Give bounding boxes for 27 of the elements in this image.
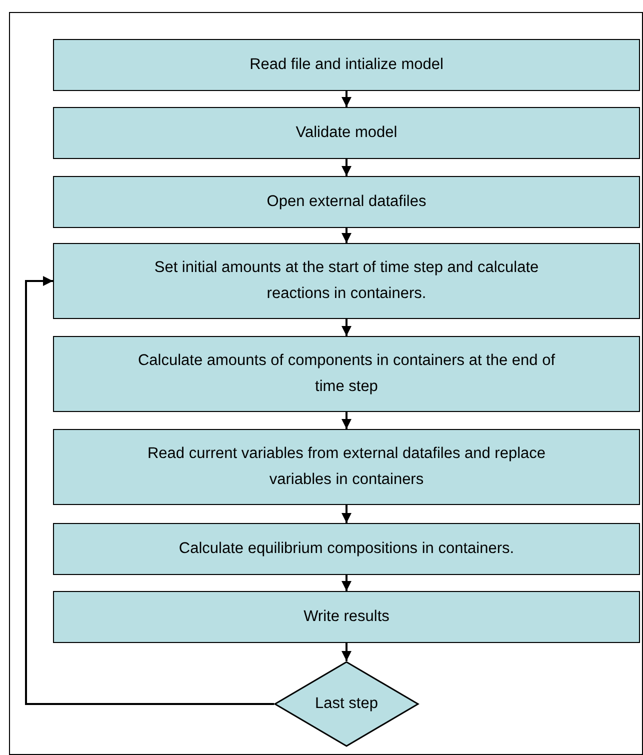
process-box — [53, 336, 640, 412]
arrow — [342, 228, 352, 243]
arrow — [342, 505, 352, 523]
step-label: Calculate amounts of components in containers at the end of time step — [136, 351, 556, 397]
step-label: Read file and intialize model — [250, 55, 444, 76]
step-label: Open external datafiles — [266, 192, 426, 212]
process-box — [53, 591, 640, 643]
process-box — [53, 176, 640, 228]
arrow — [342, 91, 352, 107]
process-box — [53, 243, 640, 319]
process-box — [53, 39, 640, 91]
arrow — [25, 276, 274, 705]
arrow — [342, 412, 352, 429]
arrow — [342, 643, 352, 661]
step-label: Validate model — [296, 123, 398, 144]
decision-diamond — [274, 661, 419, 747]
arrow — [342, 319, 352, 336]
process-box — [53, 107, 640, 159]
process-box — [53, 523, 640, 575]
arrow — [342, 575, 352, 591]
process-box — [53, 429, 640, 505]
step-label: Write results — [304, 607, 390, 628]
step-label: Read current variables from external datafiles and replace variables in containers — [146, 444, 547, 490]
step-label: Last step — [315, 694, 378, 714]
arrow — [342, 159, 352, 176]
step-label: Set initial amounts at the start of time step and calculate reactions in containers. — [153, 258, 540, 304]
step-label: Calculate equilibrium compositions in containers. — [178, 539, 514, 560]
